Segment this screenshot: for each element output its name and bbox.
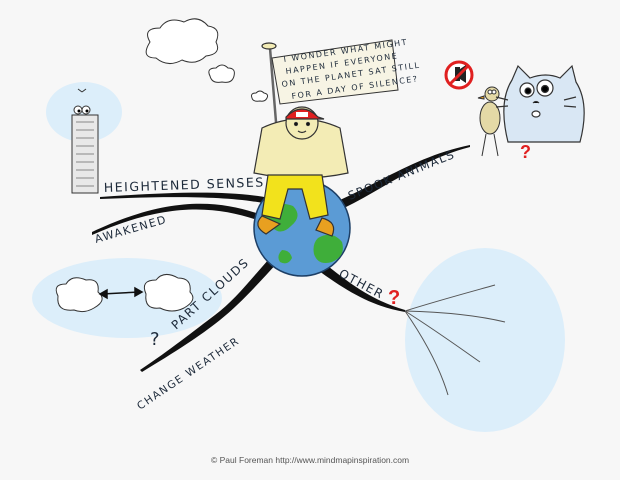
- speech-flag: I WONDER WHAT MIGHT HAPPEN IF EVERYONE O…: [271, 38, 421, 105]
- label-heightened-senses: HEIGHTENED SENSES: [104, 174, 265, 195]
- label-spook-animals: SPOOK ANIMALS: [346, 147, 457, 203]
- bird-icon: [477, 86, 501, 157]
- other-fan-lines: [404, 284, 506, 396]
- other-bubble: [405, 248, 565, 432]
- thought-cloud-icon: [145, 18, 269, 102]
- man-figure: [253, 42, 349, 237]
- cat-icon: [495, 64, 585, 143]
- double-arrow-icon: [98, 286, 144, 300]
- question-mark-other: ?: [388, 287, 400, 309]
- question-mark-part: ?: [150, 329, 161, 350]
- footer-credit: © Paul Foreman http://www.mindmapinspira…: [211, 455, 409, 465]
- skyscraper-icon: [71, 88, 99, 194]
- no-sound-sign-icon: [444, 60, 474, 90]
- question-mark-cat: ?: [520, 142, 531, 162]
- cloud-icon: [55, 274, 194, 313]
